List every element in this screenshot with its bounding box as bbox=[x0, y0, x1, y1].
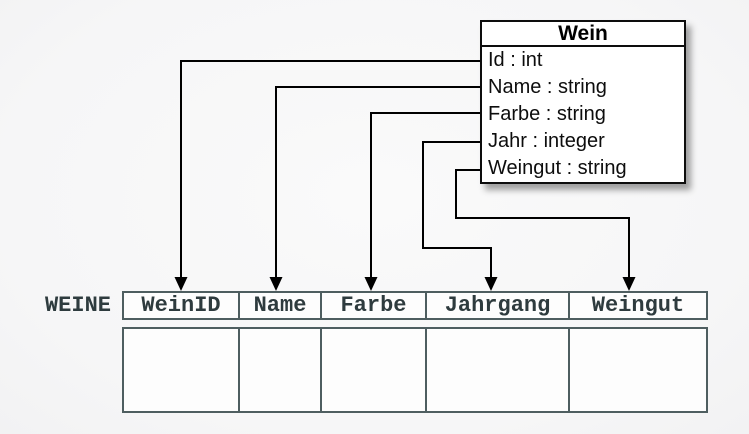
table-cell-weinid bbox=[124, 329, 240, 411]
class-attribute-weingut: Weingut : string bbox=[488, 157, 627, 179]
connector-name-to-name bbox=[269, 86, 480, 291]
column-header-weinid: WeinID bbox=[124, 293, 240, 318]
class-attribute-jahr: Jahr : integer bbox=[488, 130, 605, 152]
table-name-label: WEINE bbox=[44, 293, 111, 318]
uml-class-wein: Wein Id : int Name : string Farbe : stri… bbox=[480, 20, 686, 184]
connector-id-to-weinid bbox=[174, 60, 480, 291]
table-body-row bbox=[122, 327, 708, 413]
connector-jahr-to-jahrgang bbox=[422, 141, 498, 291]
column-header-jahrgang: Jahrgang bbox=[427, 293, 570, 318]
class-attribute-farbe: Farbe : string bbox=[488, 103, 606, 125]
class-attribute-id: Id : int bbox=[488, 49, 543, 71]
connector-farbe-to-farbe bbox=[364, 112, 480, 291]
column-header-weingut: Weingut bbox=[591, 293, 685, 318]
column-header-farbe: Farbe bbox=[322, 293, 427, 318]
connector-weingut-to-weingut bbox=[455, 169, 636, 291]
class-title: Wein bbox=[482, 22, 684, 47]
table-header-row: WeinID Name Farbe Jahrgang Weingut bbox=[122, 291, 708, 320]
table-cell-jahrgang bbox=[427, 329, 570, 411]
class-attribute-name: Name : string bbox=[488, 76, 607, 98]
table-cell-name bbox=[240, 329, 322, 411]
column-header-name: Name bbox=[240, 293, 322, 318]
table-cell-weingut bbox=[570, 329, 706, 411]
class-attribute-list: Id : int Name : string Farbe : string Ja… bbox=[482, 47, 684, 182]
table-cell-farbe bbox=[322, 329, 427, 411]
